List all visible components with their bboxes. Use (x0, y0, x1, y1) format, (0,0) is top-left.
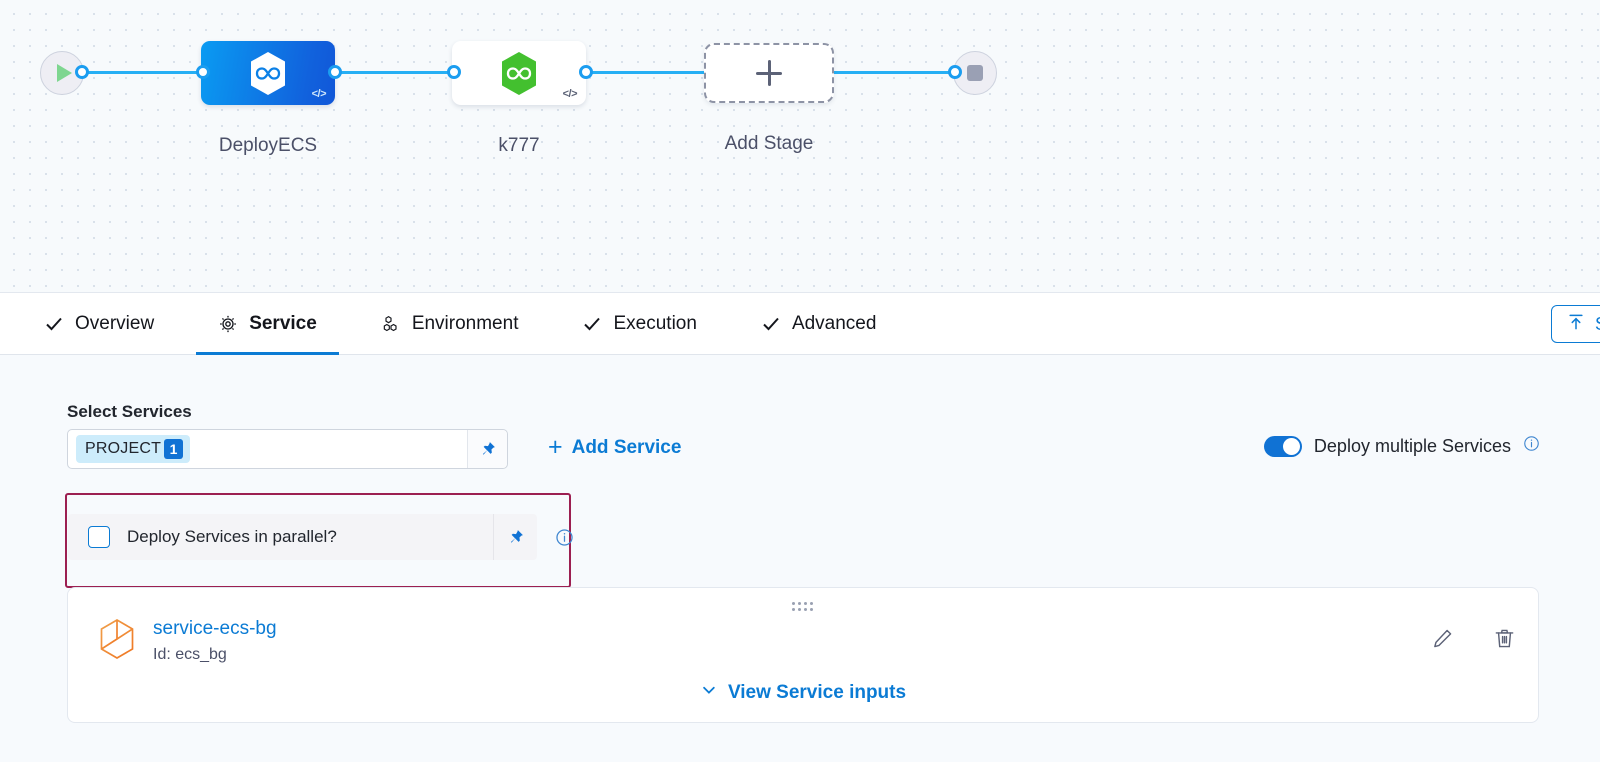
k777-in-port[interactable] (447, 65, 461, 79)
view-service-inputs-label: View Service inputs (727, 682, 907, 703)
deploy-parallel-pin-button[interactable] (493, 514, 537, 560)
service-tab-panel: Select Services PROJECT 1 + Add Service … (0, 355, 1600, 762)
plus-icon: + (548, 433, 563, 461)
stage-config-tabbar: Overview Service Environment (0, 293, 1600, 355)
service-name-link[interactable]: service-ecs-bg (153, 618, 277, 639)
info-icon[interactable] (1523, 435, 1540, 457)
plus-icon (767, 60, 771, 86)
harness-hexagon-infinity-icon (251, 51, 285, 95)
tab-label: Service (249, 312, 317, 334)
deploy-parallel-checkbox[interactable] (88, 526, 110, 548)
add-service-label: Add Service (571, 436, 682, 458)
tab-label: Execution (613, 312, 697, 334)
chip-count-badge: 1 (164, 439, 184, 459)
view-service-inputs-button[interactable]: View Service inputs (700, 681, 906, 705)
deploy-parallel-label: Deploy Services in parallel? (127, 527, 337, 546)
deploy-parallel-field[interactable]: Deploy Services in parallel? (68, 514, 537, 560)
chevron-down-icon (700, 681, 718, 705)
service-card[interactable]: service-ecs-bg Id: ecs_bg View Service i… (67, 587, 1539, 723)
scope-chip-project[interactable]: PROJECT 1 (76, 435, 191, 463)
pipeline-canvas[interactable]: </> DeployECS </> k777 Add Stage (0, 0, 1600, 293)
pin-icon (482, 442, 495, 455)
tab-overview[interactable]: Overview (22, 293, 176, 354)
service-cube-icon (98, 618, 136, 665)
harness-hexagon-infinity-icon (502, 51, 536, 95)
tab-label: Environment (411, 312, 519, 334)
deploy-multiple-services-toggle-group[interactable]: Deploy multiple Services (1263, 435, 1540, 457)
tab-label: Advanced (791, 312, 877, 334)
end-node-port[interactable] (948, 65, 962, 79)
edge-deployecs-to-k777 (330, 71, 460, 74)
add-stage-label: Add Stage (724, 133, 814, 154)
check-icon (761, 314, 781, 334)
deploy-multiple-services-label: Deploy multiple Services (1313, 435, 1511, 456)
service-card-actions (1430, 626, 1516, 650)
stage-label-k777: k777 (498, 135, 540, 156)
stage-code-tag[interactable]: </> (311, 88, 327, 100)
service-id-text: Id: ecs_bg (153, 646, 227, 663)
stage-node-k777[interactable]: </> (452, 41, 586, 105)
deploy-parallel-info-icon[interactable] (555, 528, 574, 552)
stage-node-deployecs[interactable]: </> (201, 41, 335, 105)
chip-label: PROJECT (85, 440, 162, 457)
play-icon (56, 64, 72, 82)
cluster-hexagons-icon (381, 314, 401, 334)
deploy-multiple-services-toggle[interactable] (1263, 435, 1302, 457)
edge-start-to-deployecs (78, 71, 208, 74)
multiselect-pin-button[interactable] (467, 430, 507, 468)
edge-addstage-to-end (832, 71, 962, 74)
save-upload-icon (1566, 312, 1586, 337)
tab-advanced[interactable]: Advanced (739, 293, 899, 354)
stop-icon (967, 65, 983, 81)
stage-code-tag[interactable]: </> (562, 88, 578, 100)
add-service-button[interactable]: + Add Service (548, 435, 681, 460)
add-stage-button[interactable] (704, 43, 834, 103)
tab-service[interactable]: Service (196, 293, 339, 355)
pin-icon (510, 530, 523, 543)
save-button-label: S (1595, 314, 1600, 335)
toggle-knob (1282, 437, 1300, 455)
stage-label-deployecs: DeployECS (218, 135, 318, 156)
check-icon (44, 314, 64, 334)
tab-label: Overview (75, 312, 155, 334)
edge-k777-to-addstage (580, 71, 710, 74)
tab-execution[interactable]: Execution (560, 293, 718, 354)
tab-environment[interactable]: Environment (359, 293, 541, 354)
k777-out-port[interactable] (579, 65, 593, 79)
deployecs-out-port[interactable] (328, 65, 342, 79)
trash-icon[interactable] (1492, 626, 1516, 650)
select-services-label: Select Services (67, 402, 192, 421)
gear-icon (218, 314, 238, 334)
save-button[interactable]: S (1550, 305, 1600, 343)
deployecs-in-port[interactable] (196, 65, 210, 79)
pencil-icon[interactable] (1430, 626, 1454, 650)
services-multiselect[interactable]: PROJECT 1 (67, 429, 508, 469)
deploy-parallel-highlight-box: Deploy Services in parallel? (65, 493, 574, 588)
check-icon (582, 314, 602, 334)
start-node-port[interactable] (75, 65, 89, 79)
drag-dots-icon[interactable] (792, 602, 814, 612)
